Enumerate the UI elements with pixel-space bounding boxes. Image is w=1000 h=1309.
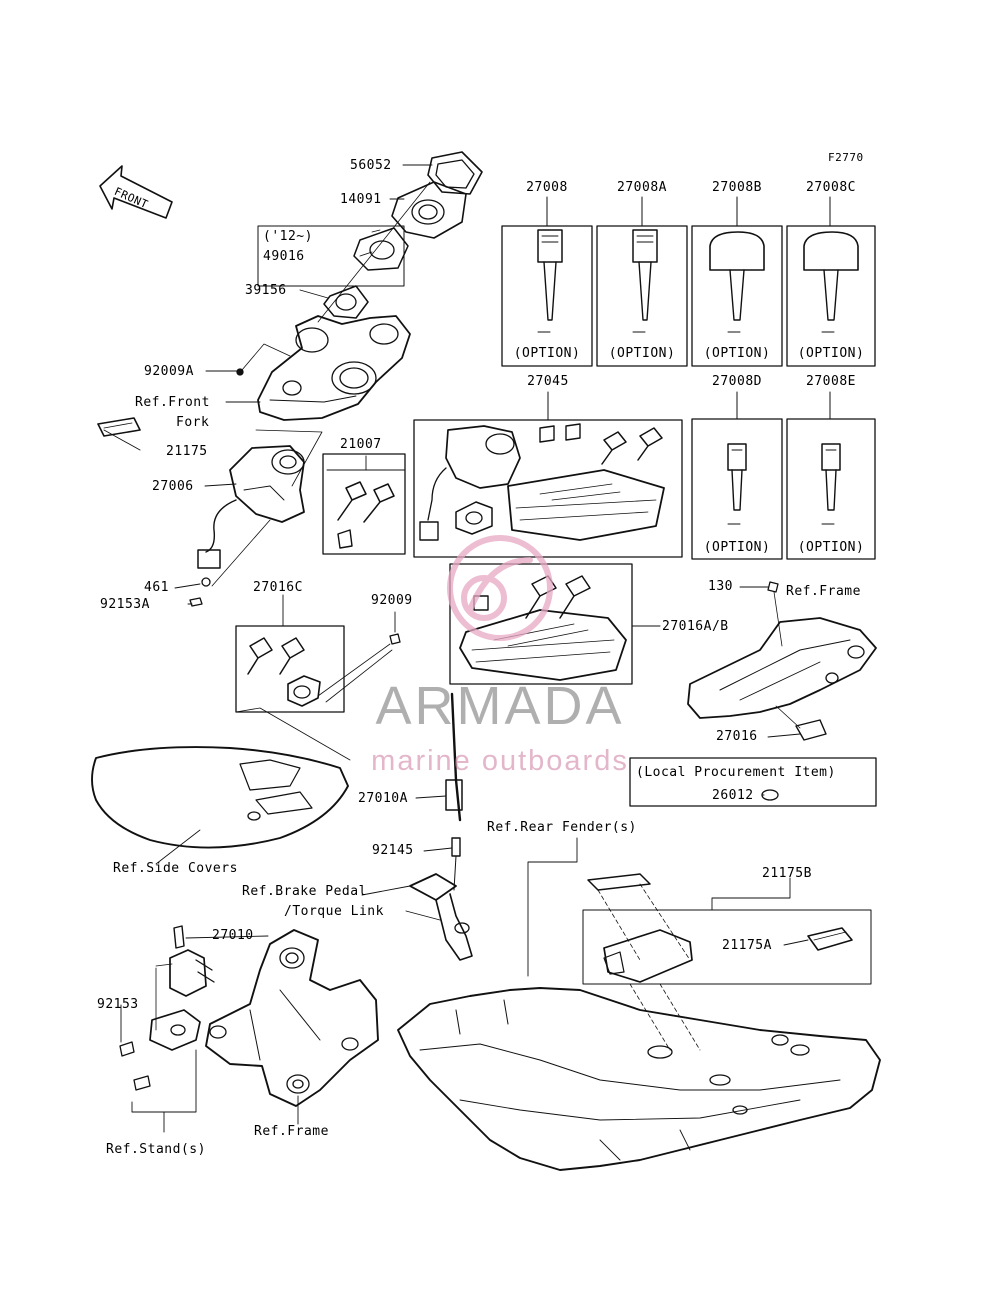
reference-label: /Torque Link — [284, 904, 384, 919]
part-label: 92009A — [144, 364, 194, 379]
rear-frame-section — [687, 581, 877, 741]
part-label: 461 — [144, 580, 169, 595]
bolt-92009 — [235, 633, 401, 761]
reference-label: Ref.Frame — [786, 584, 861, 599]
reference-label: Fork — [176, 415, 210, 430]
brake-pedal — [409, 855, 473, 961]
ignition-switch-assembly — [189, 429, 323, 607]
option-key-option-note: (OPTION) — [608, 346, 676, 361]
box-27016C — [235, 625, 345, 713]
front-fork-top-bracket — [236, 315, 411, 421]
option-key-part-number: 27008E — [806, 374, 856, 389]
option-key-option-note: (OPTION) — [797, 540, 865, 555]
key-27008E-icon — [821, 443, 841, 525]
box-local-procurement — [629, 757, 877, 807]
key-27008D-icon — [727, 443, 747, 525]
rear-fender-toolkit — [527, 837, 872, 1051]
part-label: 27016C — [253, 580, 303, 595]
part-label: 92145 — [372, 843, 414, 858]
option-key-part-number: 27008A — [617, 180, 667, 195]
part-label: 27010 — [212, 928, 254, 943]
box-21007 — [322, 453, 406, 555]
reference-label: Ref.Stand(s) — [106, 1142, 206, 1157]
front-arrow-icon — [99, 165, 173, 219]
watermark-logo-icon — [447, 535, 553, 641]
watermark-subtitle: marine outboards — [371, 745, 629, 777]
part-label: 27016A/B — [662, 619, 729, 634]
figure-code: F2770 — [828, 151, 864, 164]
part-label: ('12~) — [263, 229, 313, 244]
part-label: 92009 — [371, 593, 413, 608]
part-label: 27006 — [152, 479, 194, 494]
keys-21007 — [337, 481, 395, 549]
option-key-option-note: (OPTION) — [513, 346, 581, 361]
reference-label: Ref.Brake Pedal — [242, 884, 367, 899]
part-label: 49016 — [263, 249, 305, 264]
part-label: 27010A — [358, 791, 408, 806]
option-key-frames — [501, 196, 876, 560]
reference-label: Ref.Side Covers — [113, 861, 238, 876]
part-label: 92153A — [100, 597, 150, 612]
option-key-option-note: (OPTION) — [703, 540, 771, 555]
kit-27045-parts — [419, 423, 665, 541]
key-tag-21175 — [97, 417, 141, 437]
key-27008A-icon — [632, 229, 658, 333]
part-label: 130 — [708, 579, 733, 594]
part-label: 21175B — [762, 866, 812, 881]
reference-label: Ref.Front — [135, 395, 210, 410]
key-27008C-icon — [803, 231, 859, 333]
ignition-cover-parts — [317, 151, 483, 323]
rear-fender — [397, 987, 881, 1171]
part-label: 21175 — [166, 444, 208, 459]
part-label: 27045 — [527, 374, 569, 389]
watermark-title: ARMADA — [375, 676, 625, 736]
part-label: 39156 — [245, 283, 287, 298]
kit-27016C-parts — [247, 637, 321, 707]
option-key-option-note: (OPTION) — [797, 346, 865, 361]
key-27008B-icon — [709, 231, 765, 333]
stand-switch-27010 — [119, 925, 215, 1133]
lower-frame — [205, 929, 379, 1107]
option-key-part-number: 27008C — [806, 180, 856, 195]
leader-lines — [103, 164, 809, 1125]
part-label: 21175A — [722, 938, 772, 953]
part-label: 14091 — [340, 192, 382, 207]
option-key-part-number: 27008 — [526, 180, 568, 195]
part-label: 21007 — [340, 437, 382, 452]
part-label: 27016 — [716, 729, 758, 744]
option-key-part-number: 27008B — [712, 180, 762, 195]
part-label: 92153 — [97, 997, 139, 1012]
part-label: 26012 — [712, 788, 754, 803]
option-key-option-note: (OPTION) — [703, 346, 771, 361]
key-27008-icon — [537, 229, 563, 333]
reference-label: Ref.Frame — [254, 1124, 329, 1139]
side-covers — [91, 746, 349, 865]
part-label: 56052 — [350, 158, 392, 173]
reference-label: Ref.Rear Fender(s) — [487, 820, 637, 835]
option-key-part-number: 27008D — [712, 374, 762, 389]
kit-27016AB-parts — [459, 575, 627, 681]
procurement-note: (Local Procurement Item) — [636, 765, 836, 780]
